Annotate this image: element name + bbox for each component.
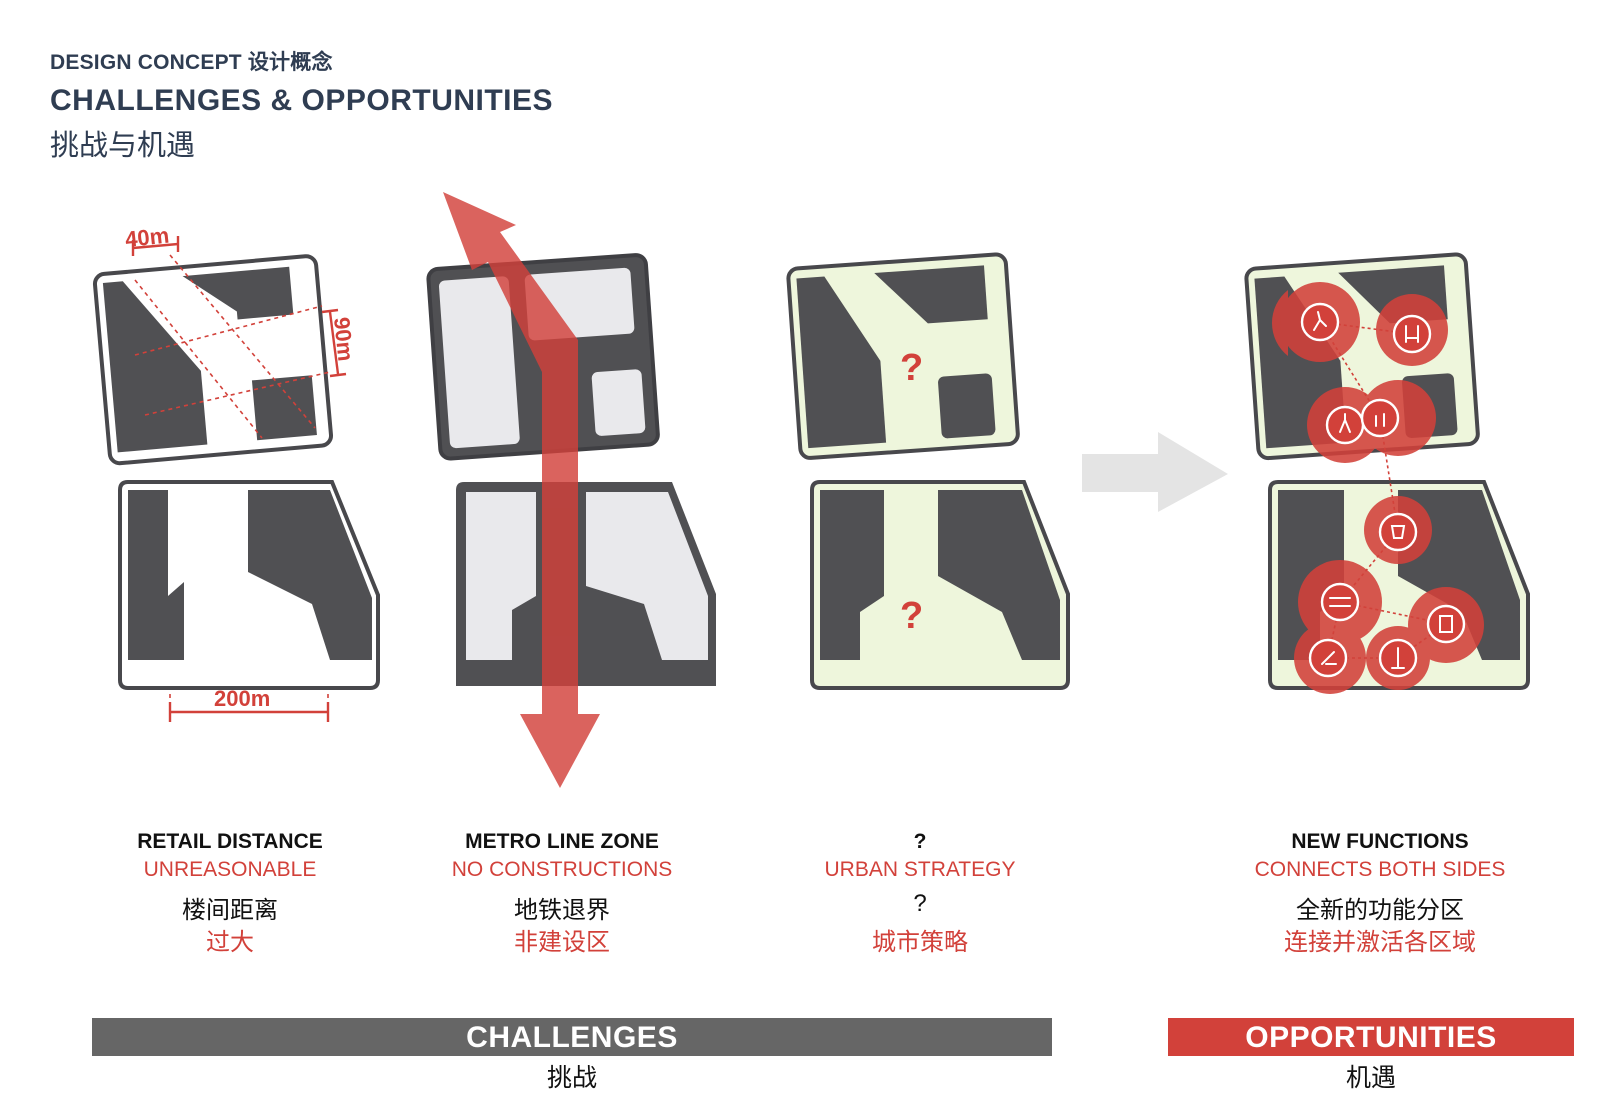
- caption-zh-red: 非建设区: [514, 929, 610, 956]
- running-icon: [1300, 302, 1340, 342]
- site-block-lower-3: [810, 480, 1070, 690]
- caption-zh: 地铁退界: [514, 897, 610, 924]
- opportunities-bar: OPPORTUNITIES: [1168, 1018, 1574, 1056]
- caption-urban-strategy: ? URBAN STRATEGY ? 城市策略: [760, 830, 1080, 956]
- caption-title: ?: [913, 830, 927, 853]
- caption-zh: ?: [913, 890, 927, 917]
- new-functions-diagram: [1244, 252, 1530, 694]
- page-title: CHALLENGES & OPPORTUNITIES: [50, 84, 554, 117]
- challenges-bar-zh: 挑战: [546, 1064, 597, 1092]
- caption-zh: 全新的功能分区: [1296, 897, 1464, 924]
- site-block-lower-1: [118, 480, 380, 690]
- caption-new-functions: NEW FUNCTIONS CONNECTS BOTH SIDES 全新的功能分…: [1220, 830, 1540, 956]
- caption-zh-red: 城市策略: [872, 929, 968, 956]
- depth-dimension-label: 90m: [329, 316, 358, 362]
- site-block-upper-2: [426, 253, 660, 461]
- caption-subtitle: URBAN STRATEGY: [824, 858, 1016, 881]
- caption-title: NEW FUNCTIONS: [1291, 830, 1469, 853]
- page-title-zh: 挑战与机遇: [50, 130, 196, 162]
- opportunities-bar-zh: 机遇: [1345, 1064, 1396, 1092]
- caption-zh: 楼间距离: [182, 897, 278, 924]
- function-icon-nodes: [1300, 302, 1466, 678]
- urban-strategy-diagram: ? ?: [786, 252, 1070, 690]
- metro-line-arrow: [443, 192, 600, 788]
- dimension-arrows-1: [131, 236, 347, 722]
- caption-title: RETAIL DISTANCE: [137, 830, 323, 853]
- theater-masks-icon: [1378, 512, 1418, 552]
- site-block-upper-3: [786, 252, 1020, 460]
- caption-metro-line: METRO LINE ZONE NO CONSTRUCTIONS 地铁退界 非建…: [402, 830, 722, 956]
- caption-subtitle: UNREASONABLE: [143, 858, 317, 881]
- caption-subtitle: NO CONSTRUCTIONS: [451, 858, 673, 881]
- question-mark-upper: ?: [900, 347, 923, 389]
- length-dimension-label: 200m: [214, 686, 270, 711]
- trees-icon: [1360, 398, 1400, 438]
- shops-icon: [1320, 582, 1360, 622]
- caption-title: METRO LINE ZONE: [465, 830, 659, 853]
- site-block-upper-1: [92, 254, 334, 466]
- caption-zh-red: 连接并激活各区域: [1284, 929, 1476, 956]
- retail-distance-diagram: 40m 90m 200m: [92, 223, 380, 722]
- metro-line-diagram: [426, 192, 716, 788]
- swing-icon: [1392, 314, 1432, 354]
- site-block-lower-2: [456, 482, 716, 686]
- challenges-bar: CHALLENGES: [92, 1018, 1052, 1056]
- ball-player-icon: [1325, 405, 1365, 445]
- width-dimension-label: 40m: [124, 223, 170, 252]
- function-icon-glyphs: [1313, 311, 1453, 669]
- caption-subtitle: CONNECTS BOTH SIDES: [1254, 858, 1506, 881]
- caption-zh-red: 过大: [206, 929, 254, 956]
- header-kicker: DESIGN CONCEPT 设计概念: [50, 51, 333, 74]
- question-mark-lower: ?: [900, 595, 923, 637]
- door-icon: [1426, 604, 1466, 644]
- transition-arrow: [1082, 432, 1228, 512]
- caption-retail-distance: RETAIL DISTANCE UNREASONABLE 楼间距离 过大: [70, 830, 390, 956]
